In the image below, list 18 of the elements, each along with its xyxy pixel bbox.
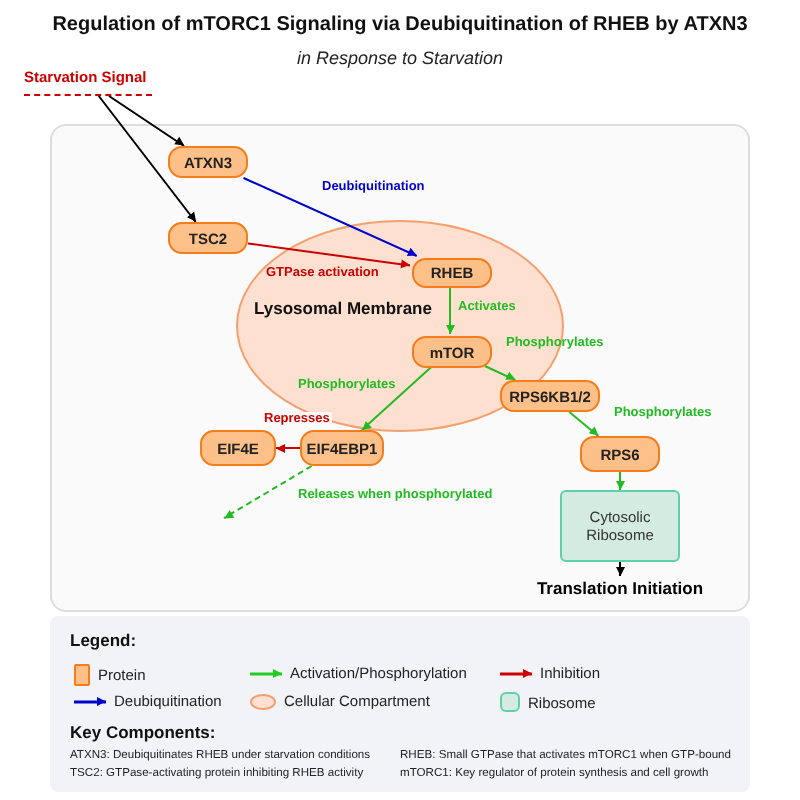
arrow — [360, 365, 434, 431]
arrow — [568, 411, 600, 437]
arrow — [616, 471, 625, 491]
arrow — [242, 177, 418, 257]
legend-heading: Legend: — [70, 630, 137, 650]
diagram-subtitle: in Response to Starvation — [294, 48, 506, 68]
arrow — [483, 365, 517, 381]
arrow — [223, 465, 313, 519]
outcome-label: Translation Initiation — [522, 576, 718, 600]
arrow — [108, 95, 185, 147]
section-heading: Key Components: — [70, 722, 216, 742]
arrow — [247, 242, 411, 269]
arrow — [275, 444, 301, 453]
compartment-label: Lysosomal Membrane — [254, 298, 432, 318]
diagram-title: Regulation of mTORC1 Signaling via Deubiquitination of RHEB by ATXN3 — [50, 14, 750, 36]
arrow — [616, 561, 625, 577]
arrow — [446, 285, 455, 335]
arrow — [97, 95, 197, 223]
